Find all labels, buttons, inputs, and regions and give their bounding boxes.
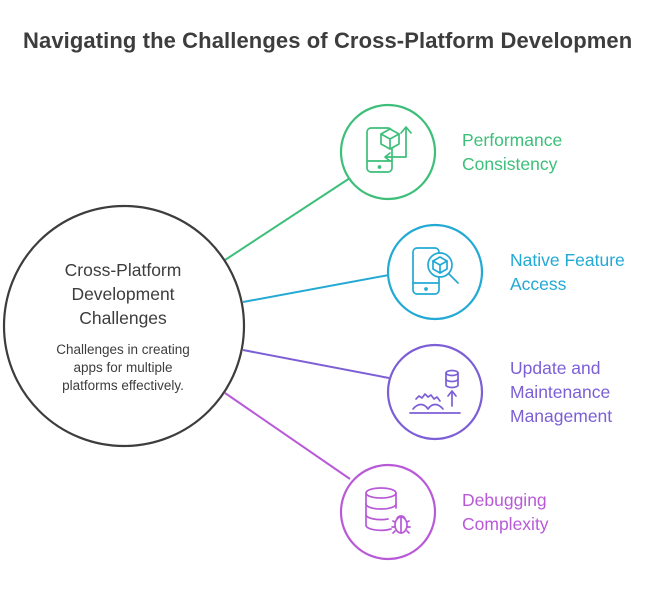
phone-search-cube-icon xyxy=(412,247,459,295)
central-node-circle xyxy=(2,204,246,448)
branch-label-native-feature: Native Feature Access xyxy=(510,248,671,296)
branch-node-native-feature xyxy=(386,223,484,321)
branch-label-line: Performance xyxy=(462,130,563,150)
central-node-description: Challenges in creating apps for multiple… xyxy=(30,341,216,395)
central-title-line: Development xyxy=(71,284,175,304)
branch-label-line: Maintenance xyxy=(510,382,611,402)
connector-performance xyxy=(224,177,351,261)
connector-debugging xyxy=(224,392,351,480)
central-node-title: Cross-Platform Development Challenges xyxy=(20,258,226,330)
central-title-line: Challenges xyxy=(79,308,167,328)
phone-cube-sync-icon xyxy=(366,126,412,173)
branch-label-line: Native Feature xyxy=(510,250,625,270)
database-update-gears-icon xyxy=(409,369,461,414)
central-desc-line: platforms effectively. xyxy=(62,378,184,393)
branch-label-performance: Performance Consistency xyxy=(462,128,662,176)
diagram-title: Navigating the Challenges of Cross-Platf… xyxy=(23,28,633,53)
central-desc-line: Challenges in creating xyxy=(56,342,190,357)
branch-node-debugging xyxy=(339,463,437,561)
branch-label-debugging: Debugging Complexity xyxy=(462,488,662,536)
branch-label-line: Debugging xyxy=(462,490,547,510)
branch-label-line: Complexity xyxy=(462,514,549,534)
connector-update xyxy=(242,349,390,379)
branch-label-update: Update and Maintenance Management xyxy=(510,356,671,428)
branch-label-line: Management xyxy=(510,406,613,426)
central-title-line: Cross-Platform xyxy=(64,260,182,280)
branch-label-line: Access xyxy=(510,274,567,294)
branch-label-line: Update and xyxy=(510,358,601,378)
central-desc-line: apps for multiple xyxy=(73,360,173,375)
branch-label-line: Consistency xyxy=(462,154,558,174)
database-bug-icon xyxy=(365,487,411,534)
branch-node-update xyxy=(386,343,484,441)
branch-node-performance xyxy=(339,103,437,201)
connector-native-feature xyxy=(242,274,390,303)
